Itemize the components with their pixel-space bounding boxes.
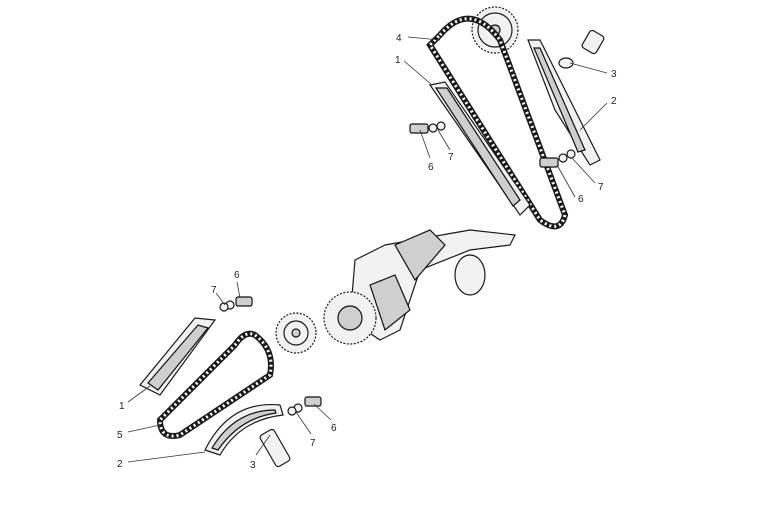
callouts: 4 1 3 2 6 7 7 6 [117,33,617,471]
callout-lower-6: 6 [234,270,241,299]
upper-tensioner-plunger [558,29,605,69]
callout-upper-3: 3 [569,62,617,80]
svg-text:1: 1 [395,55,401,66]
svg-text:7: 7 [211,285,217,296]
upper-pivot-bolt-right [539,149,576,168]
lower-pivot-bolt-lower [287,396,322,416]
svg-text:3: 3 [611,69,617,80]
callout-lower-1: 1 [119,385,151,412]
callout-lower-5: 5 [117,424,161,441]
svg-text:2: 2 [611,96,617,107]
callout-upper-6b: 6 [556,164,584,205]
callout-lower-7b: 7 [295,411,316,449]
upper-pivot-bolt-left [409,121,446,134]
callout-upper-6: 6 [419,129,434,173]
svg-text:7: 7 [598,182,604,193]
callout-upper-7: 7 [437,129,454,163]
lower-tensioner-plunger [259,428,291,468]
callout-upper-2: 2 [579,96,617,131]
lower-tensioner-guide [139,317,217,396]
svg-text:7: 7 [448,152,454,163]
callout-lower-6b: 6 [313,403,337,434]
callout-upper-1: 1 [395,55,433,86]
svg-text:2: 2 [117,459,123,470]
svg-text:4: 4 [396,33,402,44]
callout-lower-2: 2 [117,451,206,470]
lower-fixed-guide [204,403,284,456]
svg-text:6: 6 [234,270,240,281]
callout-upper-7b: 7 [571,157,604,193]
svg-text:3: 3 [250,460,256,471]
upper-fixed-guide [527,39,601,166]
svg-text:6: 6 [428,162,434,173]
svg-text:1: 1 [119,401,125,412]
svg-text:6: 6 [578,194,584,205]
svg-text:5: 5 [117,430,123,441]
upper-tensioner-guide [428,81,531,216]
crankshaft [349,229,516,341]
lower-pivot-bolt-upper [219,296,253,312]
svg-text:6: 6 [331,423,337,434]
lower-camshaft-gear [275,312,317,354]
lower-timing-chain [156,330,274,439]
callout-lower-7: 7 [211,285,226,306]
callout-upper-4: 4 [396,33,441,44]
upper-timing-chain [426,15,569,230]
callout-lower-3: 3 [250,434,271,471]
svg-text:7: 7 [310,438,316,449]
crankshaft-sprocket [323,291,377,345]
